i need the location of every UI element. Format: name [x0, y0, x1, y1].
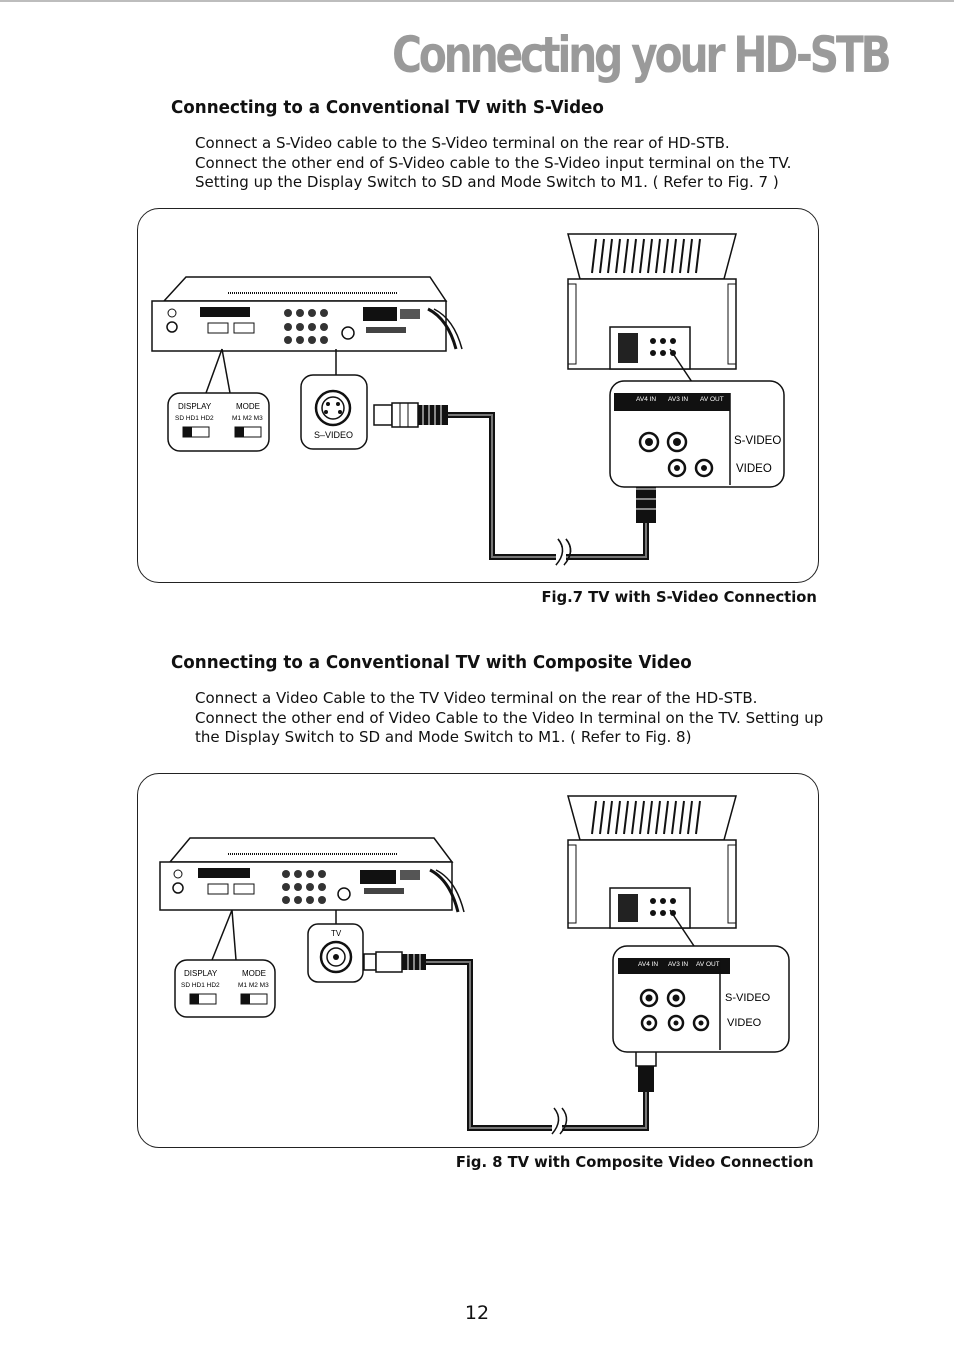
paragraph-line: Connect the other end of Video Cable to … — [195, 708, 824, 727]
display-switch-label: DISPLAY — [184, 969, 218, 978]
section-paragraph-svideo: Connect a S-Video cable to the S-Video t… — [195, 134, 810, 193]
figure-svideo-connection: DISPLAY MODE SD HD1 HD2 M1 M2 M3 S–VIDEO — [137, 208, 819, 583]
tv-rear-view — [567, 233, 737, 386]
stb-rear-panel — [151, 276, 463, 352]
tv-header-av3: AV3 IN — [668, 961, 688, 968]
mode-switch-label: MODE — [236, 402, 260, 411]
svideo-connector-label: S–VIDEO — [314, 430, 353, 440]
cable-plug-icon — [373, 404, 393, 426]
mode-switch-label: MODE — [242, 969, 266, 978]
tv-video-row-label: VIDEO — [727, 1017, 762, 1029]
switch-callout: DISPLAY MODE SD HD1 HD2 M1 M2 M3 — [167, 348, 270, 452]
figure-8-caption: Fig. 8 TV with Composite Video Connectio… — [456, 1153, 814, 1171]
tv-rear-view — [567, 795, 737, 947]
switch-callout: DISPLAY MODE SD HD1 HD2 M1 M2 M3 — [174, 909, 276, 1018]
tv-svideo-row-label: S-VIDEO — [734, 435, 781, 447]
mode-switch-slider — [235, 427, 244, 437]
svideo-connection-diagram: DISPLAY MODE SD HD1 HD2 M1 M2 M3 S–VIDEO — [151, 233, 785, 566]
display-switch-options: SD HD1 HD2 — [181, 982, 220, 989]
display-switch-slider — [183, 427, 192, 437]
mode-switch-options: M1 M2 M3 — [232, 415, 263, 422]
paragraph-line: Connect the other end of S-Video cable t… — [195, 153, 792, 172]
section-title-composite: Connecting to a Conventional TV with Com… — [171, 652, 692, 673]
cable-plug-icon — [363, 953, 377, 971]
mode-switch-options: M1 M2 M3 — [238, 982, 269, 989]
tv-header-avout: AV OUT — [700, 396, 724, 403]
paragraph-line: the Display Switch to SD and Mode Switch… — [195, 728, 692, 746]
tv-header-av3: AV3 IN — [668, 396, 688, 403]
paragraph-line: Connect a Video Cable to the TV Video te… — [195, 689, 758, 707]
svideo-port-callout: S–VIDEO — [300, 349, 368, 450]
paragraph-line: Connect a S-Video cable to the S-Video t… — [195, 134, 730, 152]
display-switch-slider — [190, 994, 199, 1004]
tv-video-row-label: VIDEO — [736, 463, 772, 475]
tv-header-av4: AV4 IN — [638, 961, 658, 968]
mode-switch-slider — [241, 994, 250, 1004]
tv-svideo-row-label: S-VIDEO — [725, 992, 771, 1004]
stb-rear-panel — [159, 837, 465, 913]
tv-header-avout: AV OUT — [696, 961, 720, 968]
figure-composite-connection: DISPLAY MODE SD HD1 HD2 M1 M2 M3 TV — [137, 773, 819, 1148]
video-port-callout: TV — [307, 910, 364, 983]
figure-7-caption: Fig.7 TV with S-Video Connection — [541, 588, 817, 606]
display-switch-options: SD HD1 HD2 — [175, 415, 214, 422]
svideo-cable — [373, 402, 659, 566]
top-rule — [0, 0, 954, 2]
composite-cable — [363, 951, 657, 1135]
page-title: Connecting your HD-STB — [391, 26, 892, 84]
section-paragraph-composite: Connect a Video Cable to the TV Video te… — [195, 689, 843, 748]
section-title-svideo: Connecting to a Conventional TV with S-V… — [171, 97, 604, 118]
tv-connector-label: TV — [331, 929, 342, 938]
display-switch-label: DISPLAY — [178, 402, 212, 411]
paragraph-line: Setting up the Display Switch to SD and … — [195, 173, 779, 191]
tv-input-panel: AV4 IN AV3 IN AV OUT S-VIDEO VIDEO — [612, 945, 790, 1053]
tv-header-av4: AV4 IN — [636, 396, 656, 403]
composite-connection-diagram: DISPLAY MODE SD HD1 HD2 M1 M2 M3 TV — [159, 795, 790, 1135]
page-number: 12 — [464, 1302, 490, 1324]
tv-input-panel: AV4 IN AV3 IN AV OUT S-VIDEO VIDEO — [609, 380, 785, 488]
